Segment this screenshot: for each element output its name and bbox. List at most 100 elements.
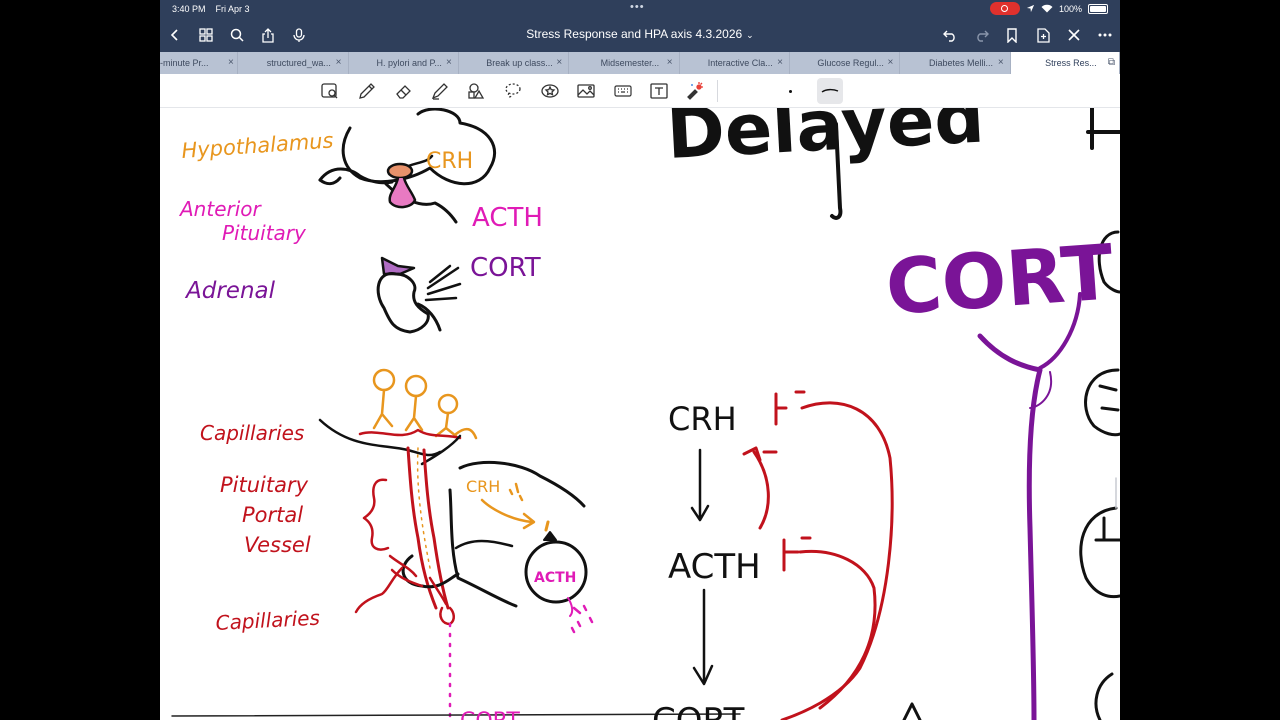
- notes-app: 3:40 PM Fri Apr 3 ••• 100% Stress Respon…: [160, 0, 1120, 720]
- status-indicators: 100%: [989, 2, 1108, 15]
- wifi-icon: [1041, 4, 1053, 13]
- undo-icon[interactable]: [935, 20, 965, 50]
- tab-close-icon[interactable]: ×: [666, 57, 673, 68]
- label-capillaries-bottom: Capillaries: [215, 606, 320, 635]
- handwriting-svg: Hypothalamus CRH ACTH Anterior Pituitary…: [171, 76, 1120, 720]
- tab-item[interactable]: Interactive Cla... ×: [680, 52, 790, 74]
- label-portal: Portal: [242, 503, 303, 527]
- keyboard-icon[interactable]: [613, 81, 633, 101]
- multitask-dots-icon[interactable]: •••: [630, 1, 645, 13]
- tab-close-icon[interactable]: ×: [997, 57, 1004, 68]
- eraser-icon[interactable]: [394, 81, 414, 101]
- drawing-toolbar: [160, 74, 1120, 108]
- label-crh-portal: CRH: [466, 477, 500, 496]
- status-date: Fri Apr 3: [215, 4, 250, 14]
- chevron-down-icon: ⌄: [746, 30, 754, 40]
- arrow-acth-cort: [692, 588, 714, 686]
- grid-icon[interactable]: [191, 20, 221, 50]
- tab-close-icon[interactable]: ×: [887, 57, 894, 68]
- label-capillaries-top: Capillaries: [200, 421, 304, 445]
- label-cort-bottom: CORT: [460, 709, 520, 720]
- tab-label: Diabetes Melli...: [928, 58, 993, 68]
- tab-duplicate-icon[interactable]: ⧉: [1107, 57, 1116, 68]
- location-icon: [1026, 4, 1035, 13]
- back-icon[interactable]: [160, 20, 190, 50]
- tab-item[interactable]: Midsemester... ×: [569, 52, 680, 74]
- tab-item[interactable]: structured_wa... ×: [238, 52, 349, 74]
- kidney-sketch: [376, 272, 430, 334]
- pen-size-medium[interactable]: [817, 78, 843, 104]
- flow-crh: CRH: [668, 400, 737, 438]
- flow-cort: CORT: [652, 701, 745, 720]
- close-icon[interactable]: [1059, 20, 1089, 50]
- tab-item[interactable]: -minute Pr... ×: [160, 52, 239, 74]
- add-page-icon[interactable]: [1028, 20, 1058, 50]
- lasso-icon[interactable]: [503, 81, 523, 101]
- battery-icon: [1088, 3, 1108, 14]
- flow-acth: ACTH: [668, 547, 761, 587]
- highlighter-icon[interactable]: [430, 81, 450, 101]
- arrow-crh-acth: [690, 448, 710, 522]
- tab-item[interactable]: Diabetes Melli... ×: [900, 52, 1011, 74]
- label-pituitary-portal: Pituitary: [220, 473, 309, 497]
- tab-label: Midsemester...: [600, 58, 660, 68]
- brain-sketch: [341, 107, 497, 186]
- bookmark-icon[interactable]: [997, 20, 1027, 50]
- tab-label: H. pylori and P...: [376, 58, 442, 68]
- tab-label: Stress Res...: [1045, 58, 1097, 68]
- portal-vessel: [406, 446, 450, 610]
- share-icon[interactable]: [253, 20, 283, 50]
- battery-percent: 100%: [1058, 3, 1082, 14]
- tab-label: Interactive Cla...: [707, 58, 773, 68]
- tab-close-icon[interactable]: ×: [777, 57, 783, 68]
- tab-item[interactable]: Break up class...×: [459, 52, 570, 74]
- label-anterior: Anterior: [178, 197, 263, 221]
- label-acth-top: ACTH: [472, 203, 543, 233]
- pituitary-sketch: [388, 176, 417, 209]
- search-icon[interactable]: [222, 20, 252, 50]
- label-adrenal: Adrenal: [184, 278, 276, 304]
- label-crh-top: CRH: [426, 149, 473, 174]
- microphone-icon[interactable]: [284, 20, 314, 50]
- title-bar: Stress Response and HPA axis 4.3.2026⌄: [160, 18, 1120, 52]
- tab-item[interactable]: Glucose Regul...×: [790, 52, 901, 74]
- tab-item[interactable]: H. pylori and P... ×: [349, 52, 459, 74]
- read-mode-icon[interactable]: [320, 81, 340, 101]
- tab-label: structured_wa...: [266, 58, 331, 68]
- status-bar: 3:40 PM Fri Apr 3 ••• 100%: [160, 0, 1120, 18]
- more-icon[interactable]: [1090, 20, 1120, 50]
- tab-close-icon[interactable]: ×: [228, 57, 234, 68]
- status-time: 3:40 PM: [172, 4, 206, 14]
- shapes-icon[interactable]: [466, 81, 486, 101]
- laser-pointer-icon[interactable]: [684, 81, 704, 101]
- label-pituitary: Pituitary: [222, 221, 307, 245]
- document-tabs: -minute Pr... × structured_wa... × H. pylo…: [160, 52, 1120, 74]
- note-canvas[interactable]: Hypothalamus CRH ACTH Anterior Pituitary…: [160, 76, 1120, 720]
- label-hypothalamus: Hypothalamus: [181, 128, 335, 163]
- tab-label: Break up class...: [486, 58, 553, 68]
- redo-icon[interactable]: [966, 20, 996, 50]
- adrenal-gland: [380, 256, 416, 276]
- anterior-pituitary-outline: [458, 460, 586, 508]
- tab-close-icon[interactable]: ×: [335, 57, 342, 68]
- hypothalamus-blob: [386, 162, 414, 180]
- tab-label: -minute Pr...: [160, 58, 209, 68]
- corticotroph-cell: [524, 540, 588, 604]
- pen-size-thin[interactable]: [777, 78, 803, 104]
- screen-recording-icon[interactable]: [989, 2, 1020, 15]
- cort-descending-line: [977, 333, 1043, 720]
- pen-icon[interactable]: [357, 81, 377, 101]
- label-vessel: Vessel: [244, 533, 311, 557]
- tab-item-active[interactable]: Stress Res... ⧉: [1010, 52, 1120, 74]
- toolbar-divider: [717, 80, 718, 102]
- sticker-icon[interactable]: [540, 81, 560, 101]
- tab-close-icon[interactable]: ×: [446, 57, 452, 68]
- document-title-text: Stress Response and HPA axis 4.3.2026: [526, 27, 743, 41]
- document-title[interactable]: Stress Response and HPA axis 4.3.2026⌄: [160, 27, 1120, 41]
- tab-label: Glucose Regul...: [817, 58, 884, 68]
- label-big-cort: CORT: [883, 227, 1116, 332]
- label-acth-cell: ACTH: [534, 570, 576, 586]
- image-icon[interactable]: [576, 81, 596, 101]
- tab-close-icon[interactable]: ×: [556, 57, 563, 68]
- text-icon[interactable]: [649, 81, 669, 101]
